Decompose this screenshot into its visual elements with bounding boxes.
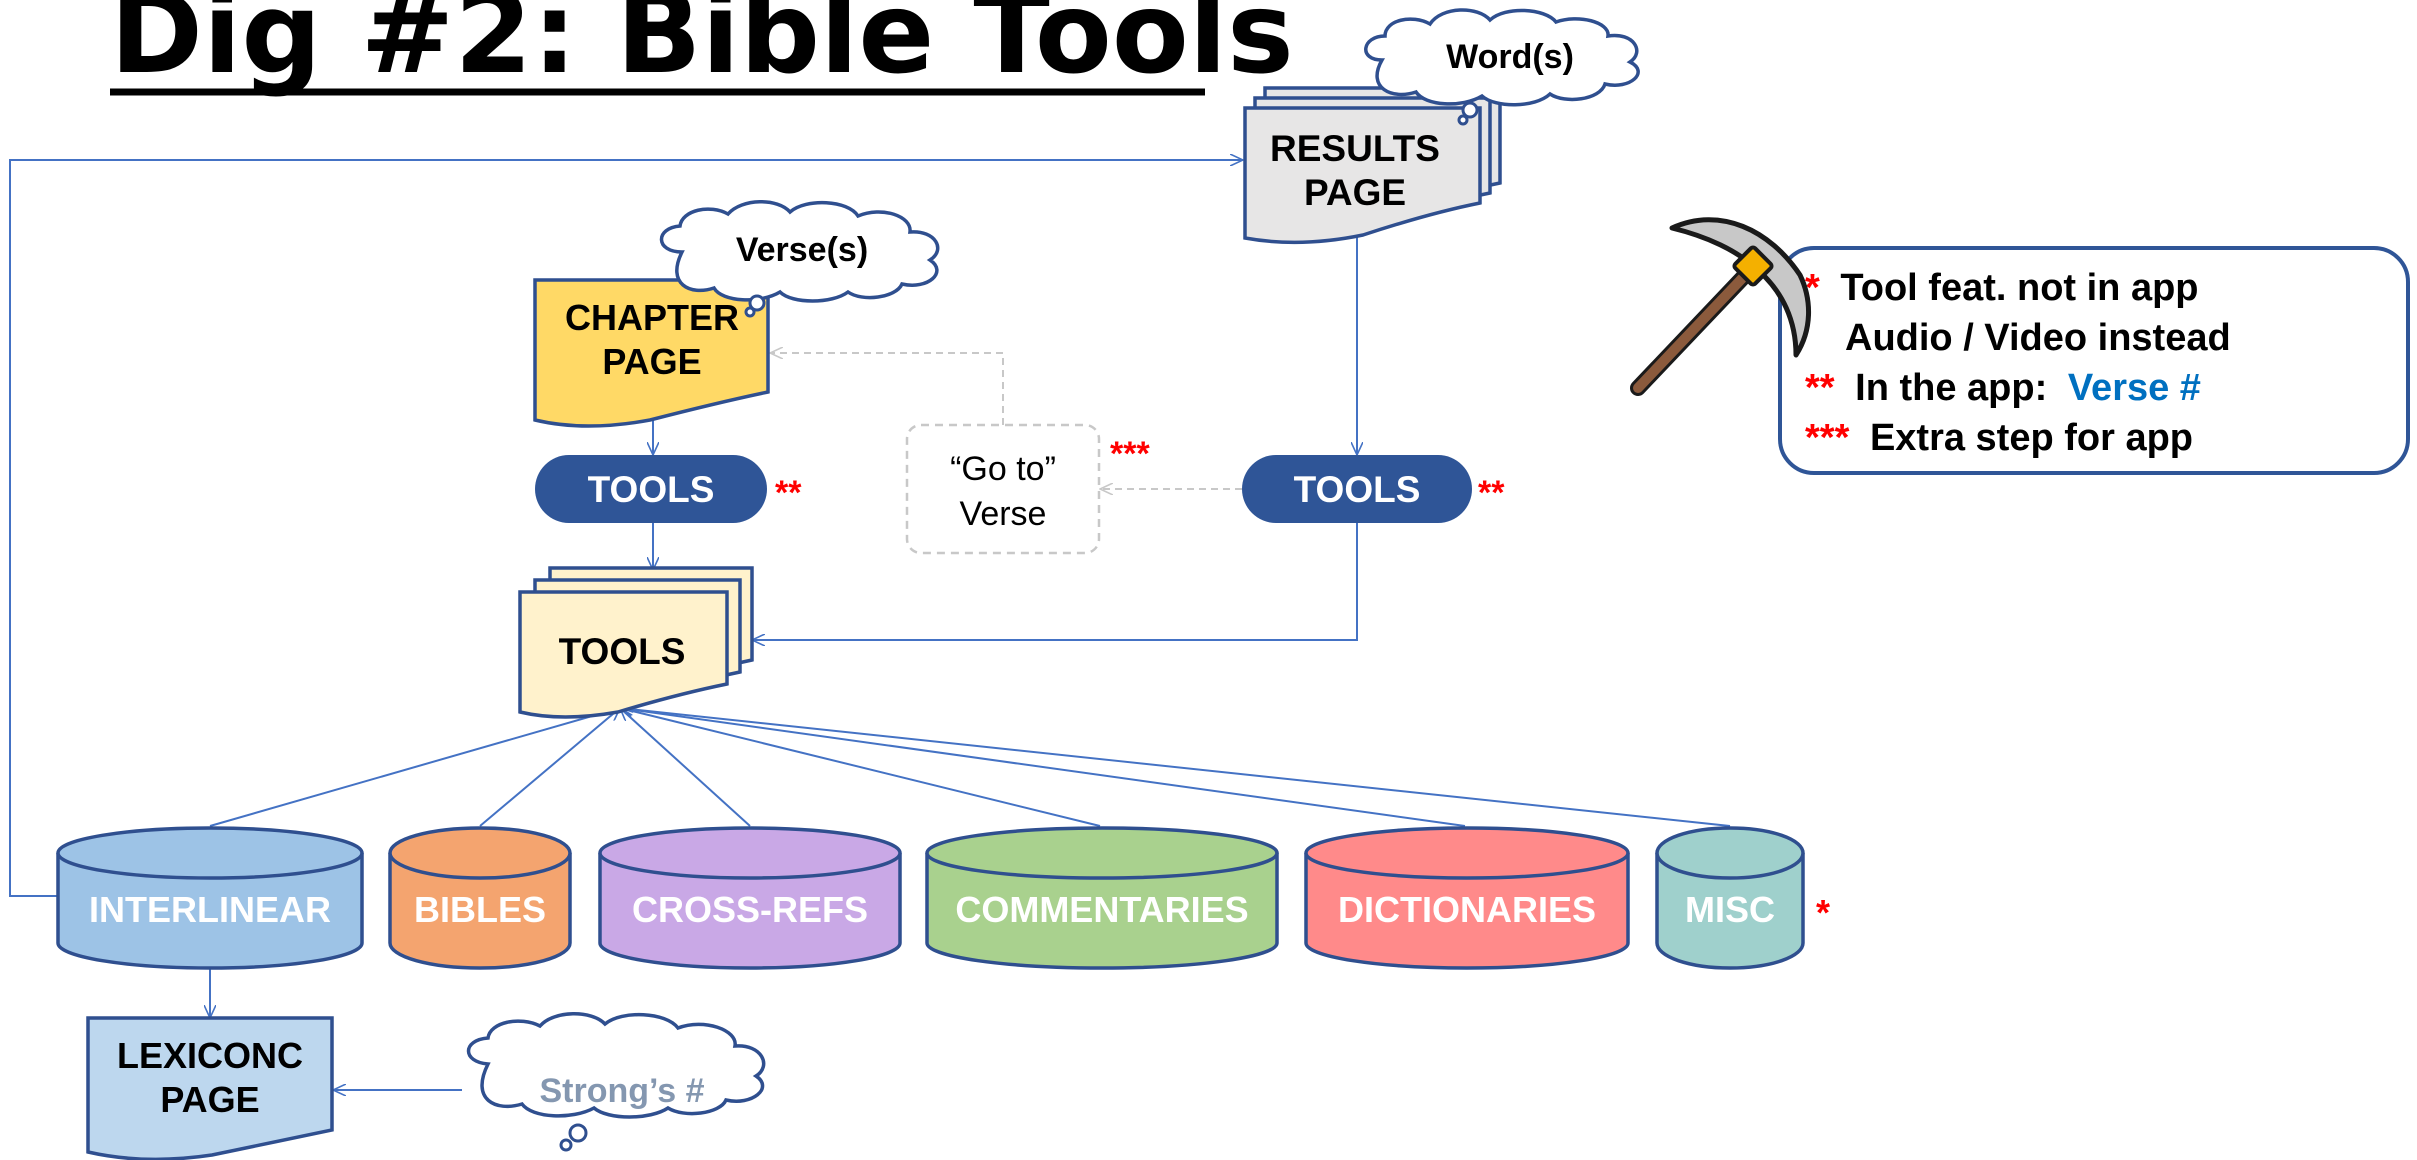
lexicon-page-label-line2: PAGE [160, 1079, 259, 1120]
database-misc-label: MISC [1685, 889, 1775, 930]
legend-line4-text: Extra step for app [1870, 417, 2193, 459]
database-commentaries-label: COMMENTARIES [955, 889, 1248, 930]
lexicon-page-label-line1: LEXICONC [117, 1035, 303, 1076]
database-bibles-label: BIBLES [414, 889, 546, 930]
legend-line3: ** In the app: Verse # [1805, 367, 2201, 409]
legend-line4: *** Extra step for app [1805, 417, 2193, 459]
strongs-cloud: Strong’s # [466, 1012, 766, 1152]
tools-button-right-label: TOOLS [1294, 469, 1421, 510]
database-commentaries[interactable]: COMMENTARIES [925, 826, 1279, 970]
tools-left-marker: ** [775, 474, 802, 512]
page-title: Dig #2: Bible Tools [110, 0, 1294, 99]
tools-button-left[interactable]: TOOLS [535, 455, 767, 523]
words-cloud-label: Word(s) [1446, 38, 1574, 76]
legend-line2-text: Audio / Video instead [1845, 317, 2231, 359]
legend-line3-marker: ** [1805, 367, 1835, 409]
verses-cloud: Verse(s) [659, 200, 940, 318]
misc-marker: * [1816, 892, 1830, 933]
legend-line1-text: Tool feat. not in app [1840, 267, 2198, 309]
goto-verse-marker: *** [1110, 435, 1150, 473]
database-cross-refs[interactable]: CROSS-REFS [598, 826, 902, 970]
tools-button-right[interactable]: TOOLS [1242, 455, 1472, 523]
goto-verse-line2: Verse [960, 495, 1047, 533]
connectors [9, 160, 1731, 1090]
strongs-cloud-label: Strong’s # [540, 1072, 705, 1110]
database-interlinear-label: INTERLINEAR [89, 889, 331, 930]
results-page: RESULTS PAGE [1243, 86, 1502, 245]
tools-right-marker: ** [1478, 474, 1505, 512]
chapter-page: CHAPTER PAGE [533, 278, 770, 428]
chapter-page-label-line1: CHAPTER [565, 297, 739, 338]
database-dictionaries[interactable]: DICTIONARIES [1304, 826, 1630, 970]
legend-line1: * Tool feat. not in app [1805, 267, 2199, 309]
database-cross-refs-label: CROSS-REFS [632, 889, 868, 930]
database-misc[interactable]: MISC [1655, 826, 1805, 970]
tools-stack: TOOLS [518, 566, 754, 719]
database-bibles[interactable]: BIBLES [388, 826, 572, 970]
legend-box: * Tool feat. not in app Audio / Video in… [1778, 246, 2410, 475]
lexicon-page: LEXICONC PAGE [86, 1016, 334, 1160]
goto-verse-line1: “Go to” [950, 450, 1056, 488]
legend-line3-highlight: Verse # [2068, 367, 2201, 409]
goto-verse-box: “Go to” Verse [905, 423, 1101, 555]
results-page-label-line1: RESULTS [1270, 128, 1440, 169]
pickaxe-icon [1630, 217, 1811, 396]
tools-right-to-stack-connector [752, 523, 1358, 640]
tools-button-left-label: TOOLS [588, 469, 715, 510]
results-page-label-line2: PAGE [1304, 172, 1406, 213]
database-fan-connectors [209, 708, 1731, 827]
loop-connector [9, 160, 1243, 897]
words-cloud: Word(s) [1364, 8, 1640, 126]
legend-line4-marker: *** [1805, 417, 1850, 459]
database-interlinear[interactable]: INTERLINEAR [56, 826, 364, 970]
tools-stack-label: TOOLS [559, 631, 686, 672]
verses-cloud-label: Verse(s) [736, 231, 868, 269]
legend-line3-text: In the app: [1855, 367, 2047, 409]
database-dictionaries-label: DICTIONARIES [1338, 889, 1596, 930]
chapter-page-label-line2: PAGE [602, 341, 701, 382]
goto-to-chapter-connector [770, 353, 1004, 425]
